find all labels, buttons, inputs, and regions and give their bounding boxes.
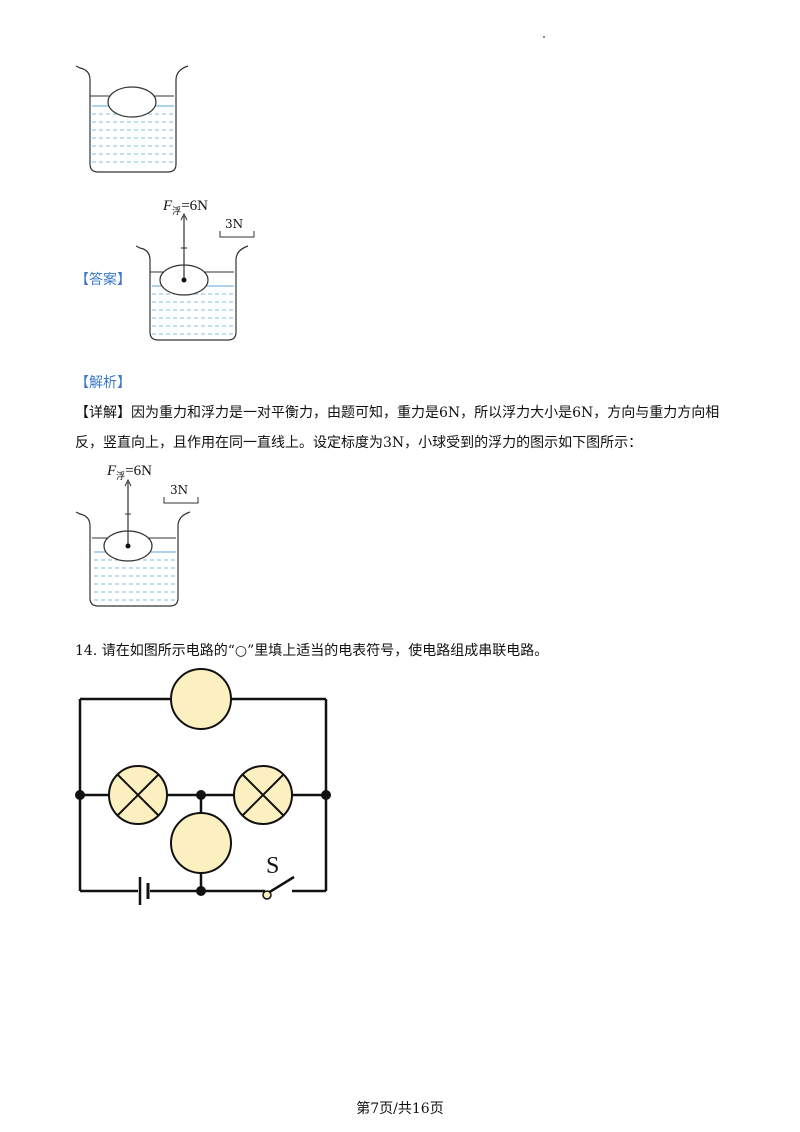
- switch: [262, 875, 295, 900]
- page-footer: 第7页/共16页: [356, 1101, 444, 1117]
- detail-line-1: 【详解】因为重力和浮力是一对平衡力，由题可知，重力是6N，所以浮力大小是6N，方…: [75, 405, 720, 421]
- lamp-right: [233, 765, 293, 825]
- beaker-figure-answer: [135, 212, 249, 341]
- force-label-answer: F浮=6N: [163, 198, 208, 216]
- force-label-detail: F浮=6N: [107, 463, 152, 481]
- detail-line-2: 反，竖直向上，且作用在同一直线上。设定标度为3N，小球受到的浮力的图示如下图所示…: [75, 435, 643, 451]
- beaker-figure-detail: [75, 478, 191, 607]
- switch-label: S: [266, 853, 279, 879]
- page-dot: [543, 36, 545, 38]
- scale-label-answer: 3N: [225, 217, 244, 231]
- beaker-outline: [135, 245, 249, 341]
- meter-middle[interactable]: [170, 812, 232, 874]
- junction-dots: [75, 790, 331, 896]
- beaker-outline: [75, 511, 191, 607]
- beaker-figure-question: [75, 65, 189, 173]
- ball: [107, 86, 157, 118]
- answer-label: 【答案】: [75, 272, 131, 288]
- scale-bar-answer: [219, 231, 255, 238]
- circuit-diagram: S: [75, 668, 331, 905]
- battery: [138, 877, 150, 905]
- meter-top[interactable]: [170, 668, 232, 730]
- question-14: 14. 请在如图所示电路的“○”里填上适当的电表符号，使电路组成串联电路。: [75, 643, 549, 659]
- scale-label-detail: 3N: [170, 483, 189, 497]
- analysis-label: 【解析】: [75, 375, 131, 391]
- scale-bar-detail: [163, 497, 199, 504]
- beaker-outline: [75, 65, 189, 173]
- lamp-left: [108, 765, 168, 825]
